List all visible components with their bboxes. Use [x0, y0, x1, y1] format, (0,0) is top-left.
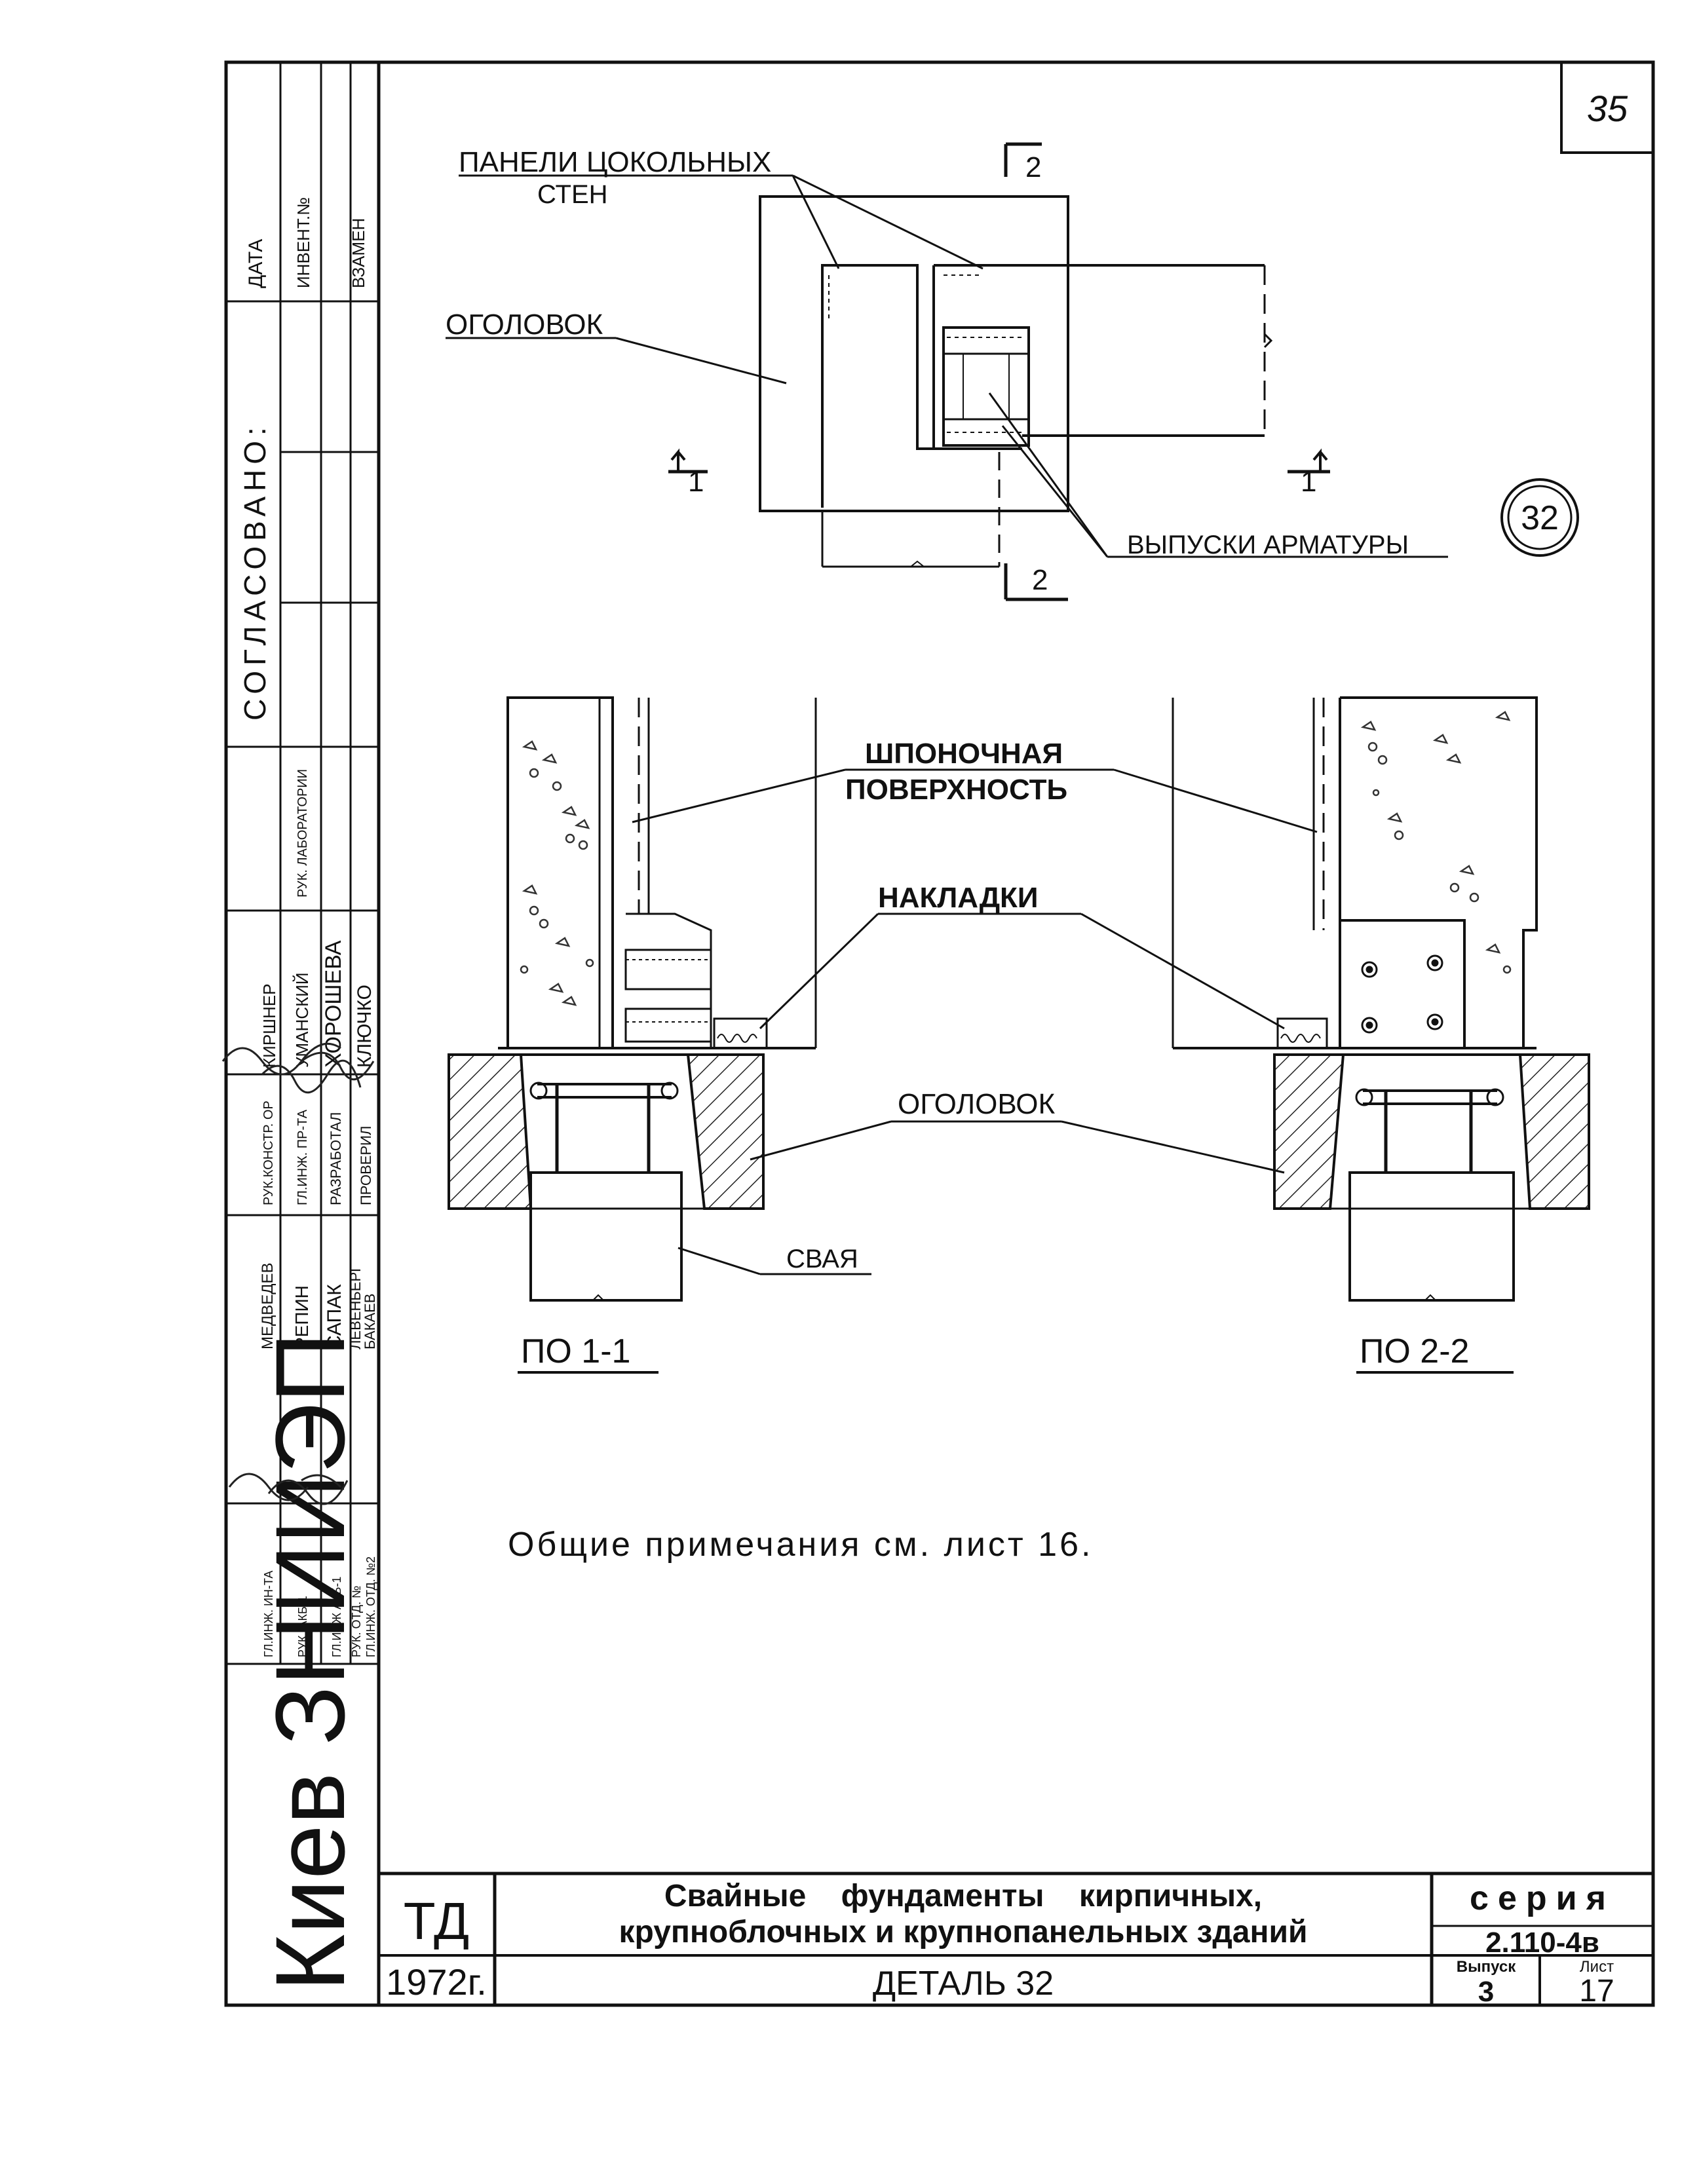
- title-block: ТД 1972г. Свайные фундаменты кирпичных, …: [379, 1872, 1653, 2008]
- stamp-role-8: РУК. ОТД. №: [350, 1586, 363, 1657]
- title-series-label: серия: [1470, 1879, 1615, 1917]
- plan-rebar-block: [942, 326, 1030, 447]
- svg-text:1: 1: [688, 466, 704, 498]
- svg-text:2: 2: [1032, 564, 1048, 596]
- cut-mark-2-bottom: 2: [1004, 563, 1068, 601]
- title-series: 2.110-4в: [1485, 1927, 1599, 1959]
- stamp-role-2: ГЛ.ИНЖ. ПР-ТА: [296, 1109, 310, 1205]
- plan-view: 2 2 1 1 ПАНЕЛИ ЦОКОЛЬНЫХ СТЕН ОГОЛОВОК В…: [446, 142, 1579, 601]
- label-panels-line2: СТЕН: [537, 180, 608, 209]
- section1-head: [448, 1053, 765, 1210]
- label-panels-line1: ПАНЕЛИ ЦОКОЛЬНЫХ: [459, 146, 771, 178]
- detail-badge: 32: [1500, 478, 1579, 557]
- title-line2: крупноблочных и крупнопанельных зданий: [619, 1915, 1307, 1949]
- sheet-number-box: 35: [1560, 61, 1654, 154]
- label-head-section: ОГОЛОВОК: [898, 1088, 1056, 1120]
- label-pile: СВАЯ: [786, 1245, 858, 1273]
- section-callouts: ШПОНОЧНАЯ ПОВЕРХНОСТЬ НАКЛАДКИ ОГОЛОВОК …: [518, 738, 1514, 1374]
- section-2-2: [1172, 696, 1590, 1302]
- title-line1: Свайные фундаменты кирпичных,: [664, 1879, 1262, 1913]
- stamp-name-9: БАКАЕВ: [362, 1294, 378, 1349]
- stamp-role-5: ГЛ.ИНЖ. ИН-ТА: [262, 1571, 275, 1657]
- section2-bolts: [1361, 954, 1443, 1034]
- section2-aggregate: [1360, 711, 1512, 974]
- stamp-approved: СОГЛАСОВАНО:: [238, 422, 272, 721]
- cut-mark-1-right: 1: [1288, 448, 1330, 498]
- title-issue: 3: [1478, 1976, 1494, 2008]
- section1-panel: [506, 696, 614, 1049]
- sheet-frame: [224, 60, 1655, 2007]
- section1-plate: [713, 1017, 768, 1049]
- stamp-replace-header: ВЗАМЕН: [349, 218, 368, 288]
- svg-text:32: 32: [1521, 499, 1559, 537]
- cut-mark-2-top: 2: [1004, 142, 1042, 183]
- label-rebar: ВЫПУСКИ АРМАТУРЫ: [1127, 531, 1409, 559]
- label-section-1-1: ПО 1-1: [521, 1332, 630, 1370]
- stamp-name-8: ЛЕВЕНБЕРГ: [347, 1264, 364, 1349]
- svg-text:2: 2: [1025, 151, 1041, 183]
- stamp-role-9: ГЛ.ИНЖ. ОТД. №2: [364, 1556, 377, 1657]
- label-key-surface-1: ШПОНОЧНАЯ: [865, 738, 1063, 770]
- stamp-role-1: РУК.КОНСТР. ОР: [261, 1101, 276, 1205]
- signatures: [221, 1042, 375, 1505]
- svg-text:1: 1: [1301, 466, 1316, 498]
- title-sheet-label: Лист: [1580, 1958, 1614, 1976]
- stamp-role-3: РАЗРАБОТАЛ: [328, 1112, 344, 1205]
- stamp-date-header: ДАТА: [245, 239, 267, 288]
- label-head-plan: ОГОЛОВОК: [446, 309, 603, 341]
- label-key-surface-2: ПОВЕРХНОСТЬ: [845, 774, 1067, 806]
- side-stamp: ДАТА ИНВЕНТ.№ ВЗАМЕН СОГЛАСОВАНО: РУК. Л…: [221, 197, 378, 1991]
- general-note: Общие примечания см. лист 16.: [508, 1526, 1093, 1564]
- section2-plate: [1276, 1017, 1328, 1049]
- cut-mark-1-left: 1: [668, 448, 708, 498]
- sheet-number: 35: [1587, 88, 1628, 129]
- section2-embed-block: [1339, 919, 1466, 1049]
- section2-pile: [1348, 1171, 1515, 1302]
- title-sheet: 17: [1579, 1974, 1614, 2008]
- stamp-name-6: РЕПИН: [292, 1285, 312, 1349]
- title-detail: ДЕТАЛЬ 32: [873, 1965, 1054, 2003]
- stamp-invent-header: ИНВЕНТ.№: [294, 197, 313, 288]
- stamp-name-5: МЕДВЕДЕВ: [259, 1262, 277, 1349]
- stamp-name-7: САПАК: [324, 1284, 345, 1349]
- stamp-role-4: ПРОВЕРИЛ: [358, 1126, 374, 1205]
- label-plates: НАКЛАДКИ: [878, 882, 1039, 914]
- stamp-role-6: РУК. АКБ-1: [296, 1596, 309, 1657]
- title-code: ТД: [404, 1892, 469, 1950]
- stamp-name-1: КИРШНЕР: [259, 984, 279, 1068]
- section2-head: [1273, 1053, 1590, 1210]
- stamp-lab-head: РУК. ЛАБОРАТОРИИ: [296, 769, 310, 897]
- section2-rebar: [1355, 1088, 1504, 1173]
- title-year: 1972г.: [386, 1961, 487, 2003]
- stamp-name-4: КЛЮЧКО: [354, 985, 375, 1068]
- title-issue-label: Выпуск: [1457, 1958, 1516, 1976]
- section-1-1: [448, 696, 817, 1302]
- stamp-name-3: ХОРОШЕВА: [321, 940, 346, 1068]
- label-section-2-2: ПО 2-2: [1360, 1332, 1469, 1370]
- section1-pile: [529, 1171, 683, 1302]
- section1-aggregate: [520, 740, 594, 1006]
- stamp-role-7: ГЛ.ИНЖ АКБ-1: [330, 1577, 343, 1657]
- stamp-org: Киев ЗНИИЭП: [255, 1332, 365, 1991]
- plan-panel-left: [821, 264, 1022, 508]
- section1-rebar: [529, 1082, 679, 1173]
